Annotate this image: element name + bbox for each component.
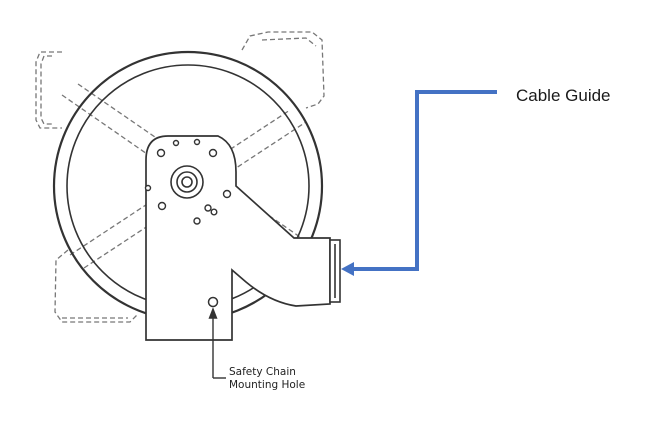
bolt-holes [144, 138, 232, 225]
cable-guide-callout-arrow [341, 90, 497, 276]
cable-guide-fitting [329, 239, 341, 303]
safety-chain-mounting-hole [207, 296, 219, 308]
safety-chain-label-line1: Safety Chain [229, 366, 296, 378]
safety-chain-label-line2: Mounting Hole [229, 379, 306, 391]
safety-chain-label: Safety Chain Mounting Hole [229, 366, 305, 392]
reel-hub [170, 165, 204, 199]
safety-chain-leader [208, 307, 226, 379]
cable-guide-label: Cable Guide [516, 86, 611, 105]
